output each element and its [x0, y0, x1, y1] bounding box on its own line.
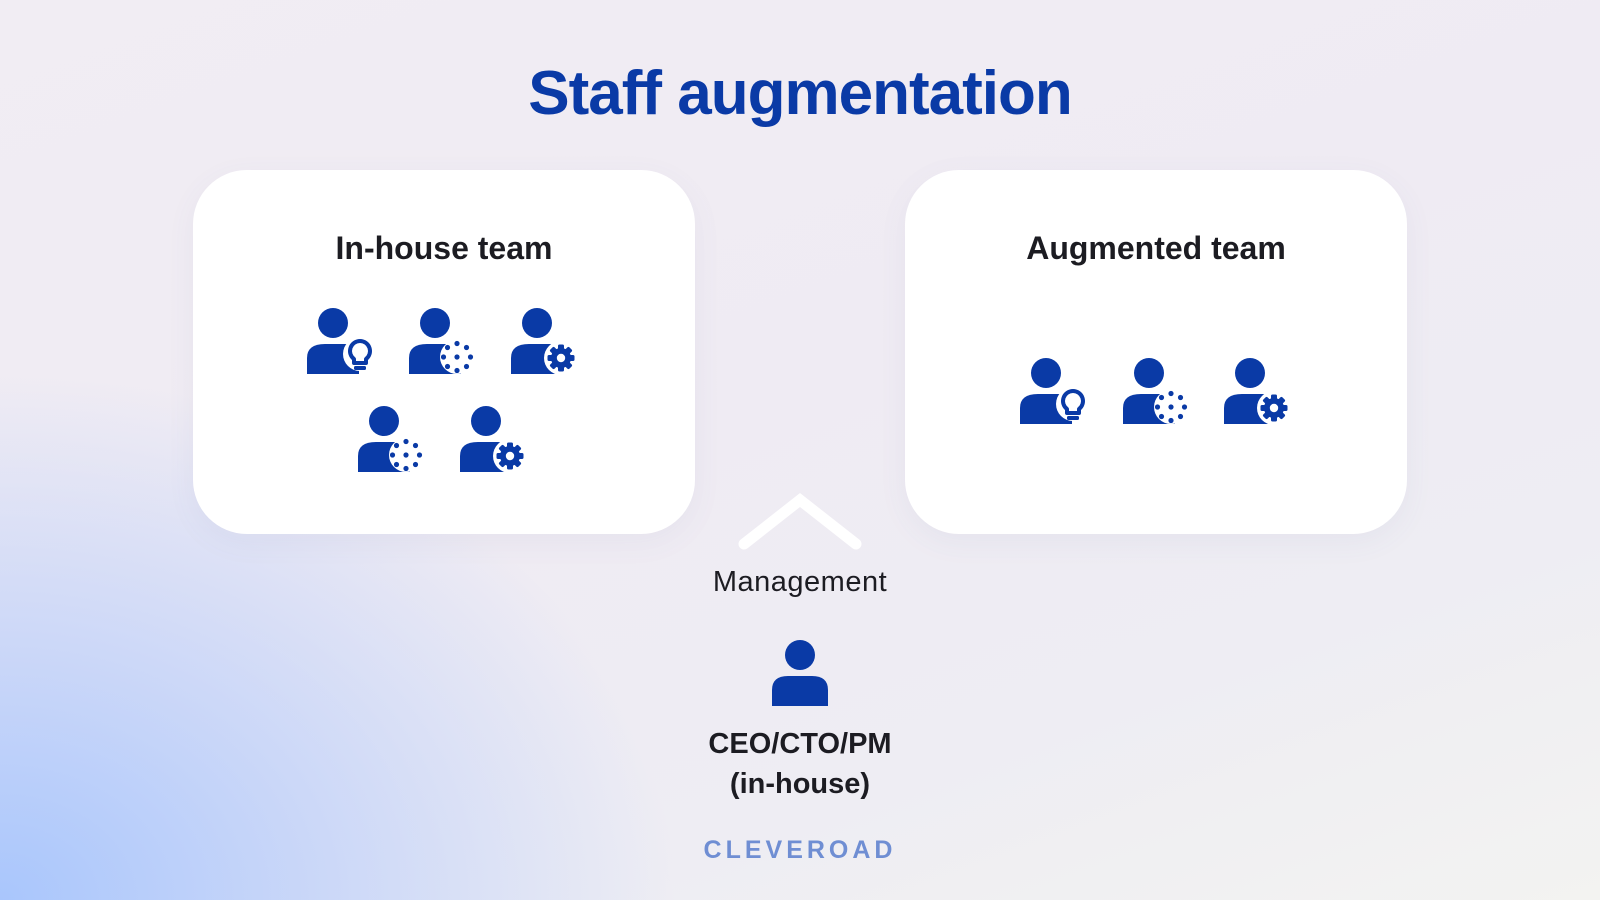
person-icon [770, 640, 830, 708]
diagram-title: Staff augmentation [528, 59, 1072, 128]
person-dots-icon [356, 404, 426, 474]
augmented-team-card: Augmented team [905, 170, 1407, 534]
person-gear-icon [509, 306, 579, 376]
in-house-team-card: In-house team [193, 170, 695, 534]
person-gear-icon [1222, 356, 1292, 426]
management-label: Management [712, 566, 888, 598]
person-gear-icon [458, 404, 528, 474]
person-lightbulb-icon [305, 306, 375, 376]
in-house-team-label: In-house team [335, 230, 553, 266]
person-dots-icon [407, 306, 477, 376]
brand-logo: CLEVEROAD [703, 836, 897, 864]
person-lightbulb-icon [1018, 356, 1088, 426]
leader-role-label: CEO/CTO/PM [708, 728, 892, 760]
leader-location-label: (in-house) [729, 768, 871, 800]
augmented-team-label: Augmented team [1026, 230, 1286, 266]
person-dots-icon [1121, 356, 1191, 426]
chevron-up-icon [736, 492, 864, 552]
